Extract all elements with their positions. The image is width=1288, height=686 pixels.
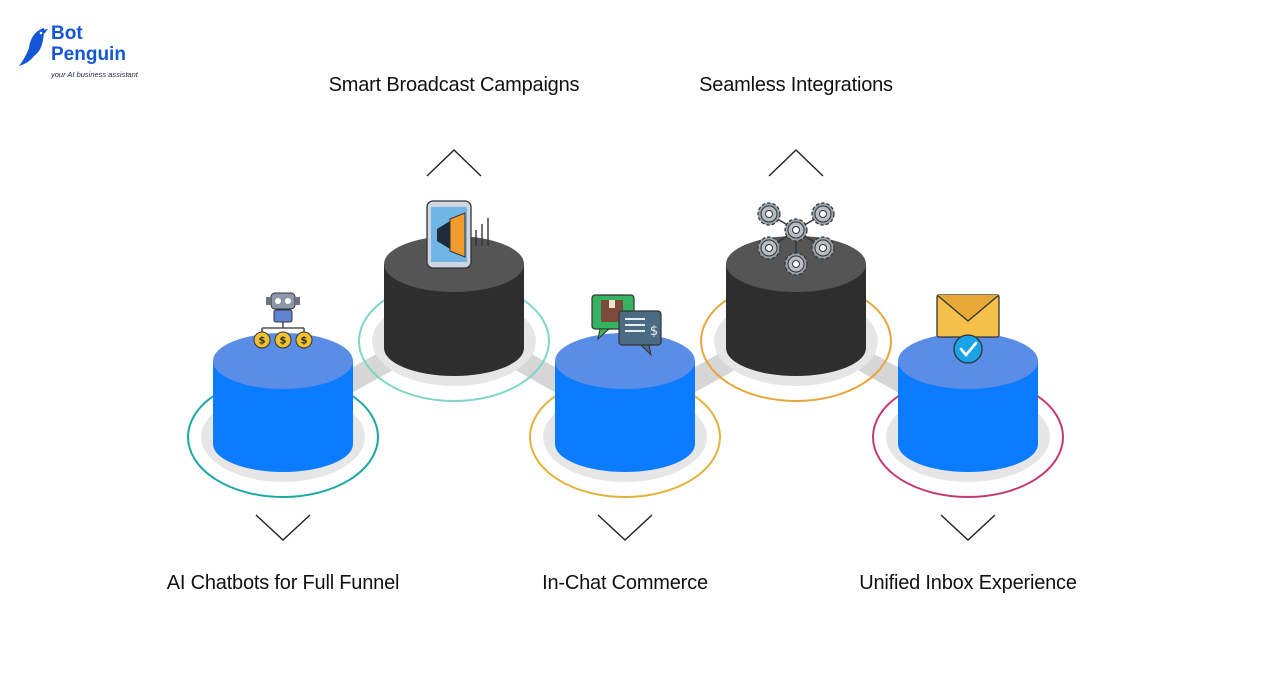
chevron-up-icon — [768, 149, 824, 177]
step-label: AI Chatbots for Full Funnel — [166, 572, 400, 594]
gears-network-icon — [757, 202, 835, 276]
chat-bubbles-icon: $ — [591, 294, 662, 357]
cylinder-side — [555, 361, 695, 472]
step-label: Smart Broadcast Campaigns — [328, 74, 580, 96]
svg-text:$: $ — [259, 336, 266, 347]
cylinder-side — [726, 264, 866, 376]
svg-text:$: $ — [301, 336, 308, 347]
step-label: Unified Inbox Experience — [859, 572, 1077, 594]
brand-tagline: your AI business assistant — [51, 70, 138, 79]
brand-logo: Bot Penguin your AI business assistant — [18, 24, 158, 84]
penguin-icon — [19, 28, 48, 66]
cylinder-side — [213, 361, 353, 472]
cylinder-top — [213, 333, 353, 389]
svg-text:$: $ — [650, 324, 658, 339]
step-cylinder — [384, 236, 524, 376]
step-cylinder — [213, 333, 353, 472]
envelope-check-icon — [936, 294, 1000, 364]
cylinder-side — [384, 264, 524, 376]
step-label: Seamless Integrations — [699, 74, 893, 96]
chevron-down-icon — [255, 514, 311, 541]
robot-coins-icon: $ $ $ — [253, 292, 313, 349]
chevron-down-icon — [940, 514, 996, 541]
chevron-down-icon — [597, 514, 653, 541]
chevron-up-icon — [426, 149, 482, 177]
step-cylinder — [555, 333, 695, 472]
cylinder-top — [555, 333, 695, 389]
brand-name-line1: Bot — [51, 23, 83, 44]
svg-text:$: $ — [280, 336, 287, 347]
brand-name-line2: Penguin — [51, 44, 126, 65]
step-label: In-Chat Commerce — [542, 572, 708, 594]
phone-megaphone-icon — [426, 200, 489, 269]
cylinder-side — [898, 361, 1038, 472]
